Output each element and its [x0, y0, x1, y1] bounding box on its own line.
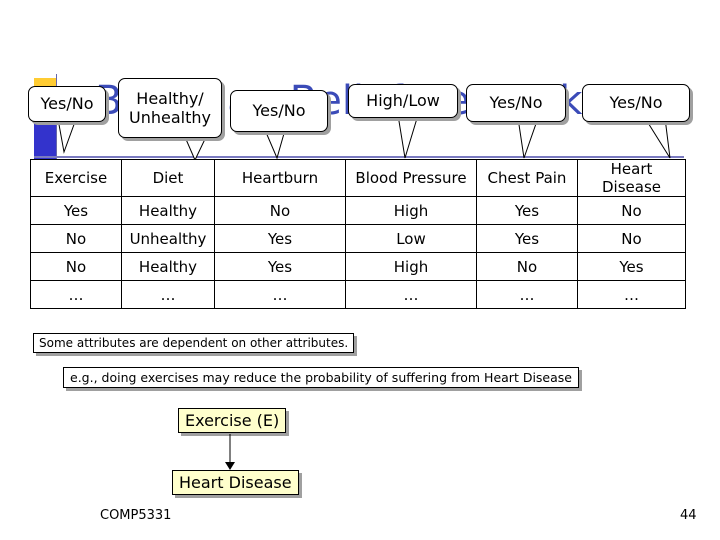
table-cell: No: [30, 224, 122, 253]
table-cell: High: [345, 252, 477, 281]
table-cell: Yes: [214, 252, 346, 281]
header-chest-pain: Chest Pain: [476, 159, 578, 197]
callout-heartburn: Yes/No: [230, 90, 328, 132]
table-cell: …: [30, 280, 122, 309]
footer-course-code: COMP5331: [100, 508, 172, 523]
header-heart-disease: Heart Disease: [577, 159, 686, 197]
header-heartburn: Heartburn: [214, 159, 346, 197]
table-cell: Yes: [476, 224, 578, 253]
decorative-vertical-line: [56, 74, 57, 184]
data-table: Exercise Diet Heartburn Blood Pressure C…: [30, 159, 686, 309]
table-cell: …: [345, 280, 477, 309]
table-cell: No: [214, 196, 346, 225]
decorative-horizontal-line: [34, 156, 684, 158]
table-cell: Unhealthy: [121, 224, 215, 253]
header-blood-pressure: Blood Pressure: [345, 159, 477, 197]
header-diet: Diet: [121, 159, 215, 197]
example-note: e.g., doing exercises may reduce the pro…: [63, 367, 579, 388]
table-cell: …: [476, 280, 578, 309]
table-cell: High: [345, 196, 477, 225]
table-cell: …: [577, 280, 686, 309]
table-cell: No: [577, 224, 686, 253]
table-cell: Yes: [476, 196, 578, 225]
table-cell: No: [577, 196, 686, 225]
table-row: No Healthy Yes High No Yes: [30, 252, 686, 281]
table-header-row: Exercise Diet Heartburn Blood Pressure C…: [30, 159, 686, 197]
dependency-note: Some attributes are dependent on other a…: [33, 333, 355, 353]
callout-heart-disease: Yes/No: [582, 84, 690, 122]
table-cell: Yes: [214, 224, 346, 253]
node-heart-disease: Heart Disease: [172, 470, 299, 495]
callout-chest-pain: Yes/No: [466, 84, 566, 122]
table-cell: Healthy: [121, 196, 215, 225]
table-cell: Yes: [30, 196, 122, 225]
edge-arrow: [225, 434, 235, 470]
callout-exercise: Yes/No: [28, 86, 106, 122]
page-number: 44: [680, 508, 697, 523]
table-cell: No: [476, 252, 578, 281]
table-cell: …: [121, 280, 215, 309]
table-row: No Unhealthy Yes Low Yes No: [30, 224, 686, 253]
table-cell: Yes: [577, 252, 686, 281]
table-cell: No: [30, 252, 122, 281]
table-row: … … … … … …: [30, 280, 686, 309]
table-cell: Low: [345, 224, 477, 253]
callout-blood-pressure: High/Low: [348, 84, 458, 118]
table-cell: Healthy: [121, 252, 215, 281]
header-exercise: Exercise: [30, 159, 122, 197]
callout-diet: Healthy/ Unhealthy: [118, 78, 222, 138]
table-row: Yes Healthy No High Yes No: [30, 196, 686, 225]
node-exercise: Exercise (E): [178, 408, 287, 433]
table-cell: …: [214, 280, 346, 309]
